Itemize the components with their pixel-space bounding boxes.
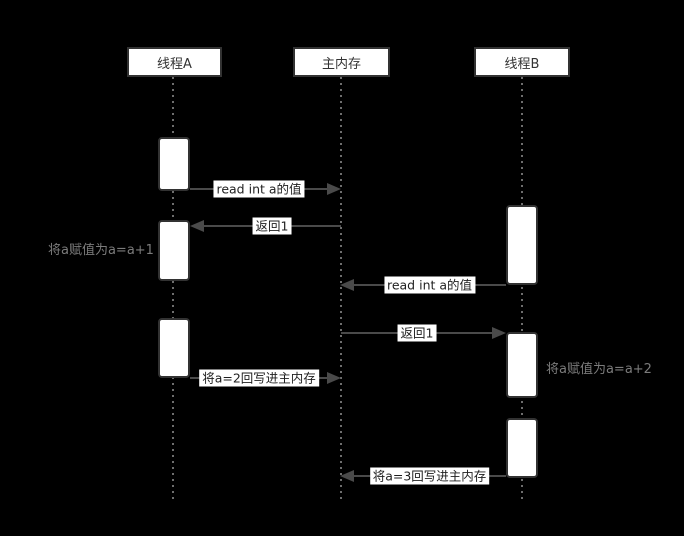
message-arrow-6: 将a=3回写进主内存 — [340, 467, 506, 485]
message-label-1: read int a的值 — [213, 180, 305, 198]
message-arrow-3: read int a的值 — [340, 276, 506, 294]
participant-label-thread-a: 线程A — [157, 56, 192, 72]
arrowhead-right-icon — [492, 327, 506, 339]
lifeline-thread-b — [521, 77, 523, 502]
participant-label-main-memory: 主内存 — [321, 56, 361, 72]
activation-bar-thread-a-1 — [158, 137, 190, 191]
participant-box-thread-b: 线程B — [474, 47, 570, 77]
activation-bar-thread-b-1 — [506, 205, 538, 285]
activation-bar-thread-b-2 — [506, 332, 538, 398]
activation-bar-thread-a-3 — [158, 318, 190, 378]
arrowhead-left-icon — [190, 220, 204, 232]
message-label-3: read int a的值 — [383, 276, 476, 294]
message-arrow-5: 将a=2回写进主内存 — [190, 369, 341, 387]
arrowhead-right-icon — [327, 372, 341, 384]
arrowhead-left-icon — [340, 279, 354, 291]
message-label-2: 返回1 — [252, 217, 292, 235]
activation-bar-thread-a-2 — [158, 220, 190, 281]
arrowhead-left-icon — [340, 470, 354, 482]
participant-box-thread-a: 线程A — [127, 47, 222, 77]
message-arrow-2: 返回1 — [190, 217, 341, 235]
lifeline-thread-a — [172, 77, 174, 502]
message-label-5: 将a=2回写进主内存 — [199, 369, 319, 387]
note-assign-a-plus-2: 将a赋值为a=a+2 — [546, 362, 652, 377]
message-arrow-4: 返回1 — [341, 324, 506, 342]
activation-bar-thread-b-3 — [506, 418, 538, 478]
message-label-4: 返回1 — [397, 324, 437, 342]
arrowhead-right-icon — [327, 183, 341, 195]
note-assign-a-plus-1: 将a赋值为a=a+1 — [48, 243, 154, 258]
message-label-6: 将a=3回写进主内存 — [369, 467, 490, 485]
participant-box-main-memory: 主内存 — [293, 47, 390, 77]
message-arrow-1: read int a的值 — [190, 180, 341, 198]
participant-label-thread-b: 线程B — [504, 56, 540, 72]
